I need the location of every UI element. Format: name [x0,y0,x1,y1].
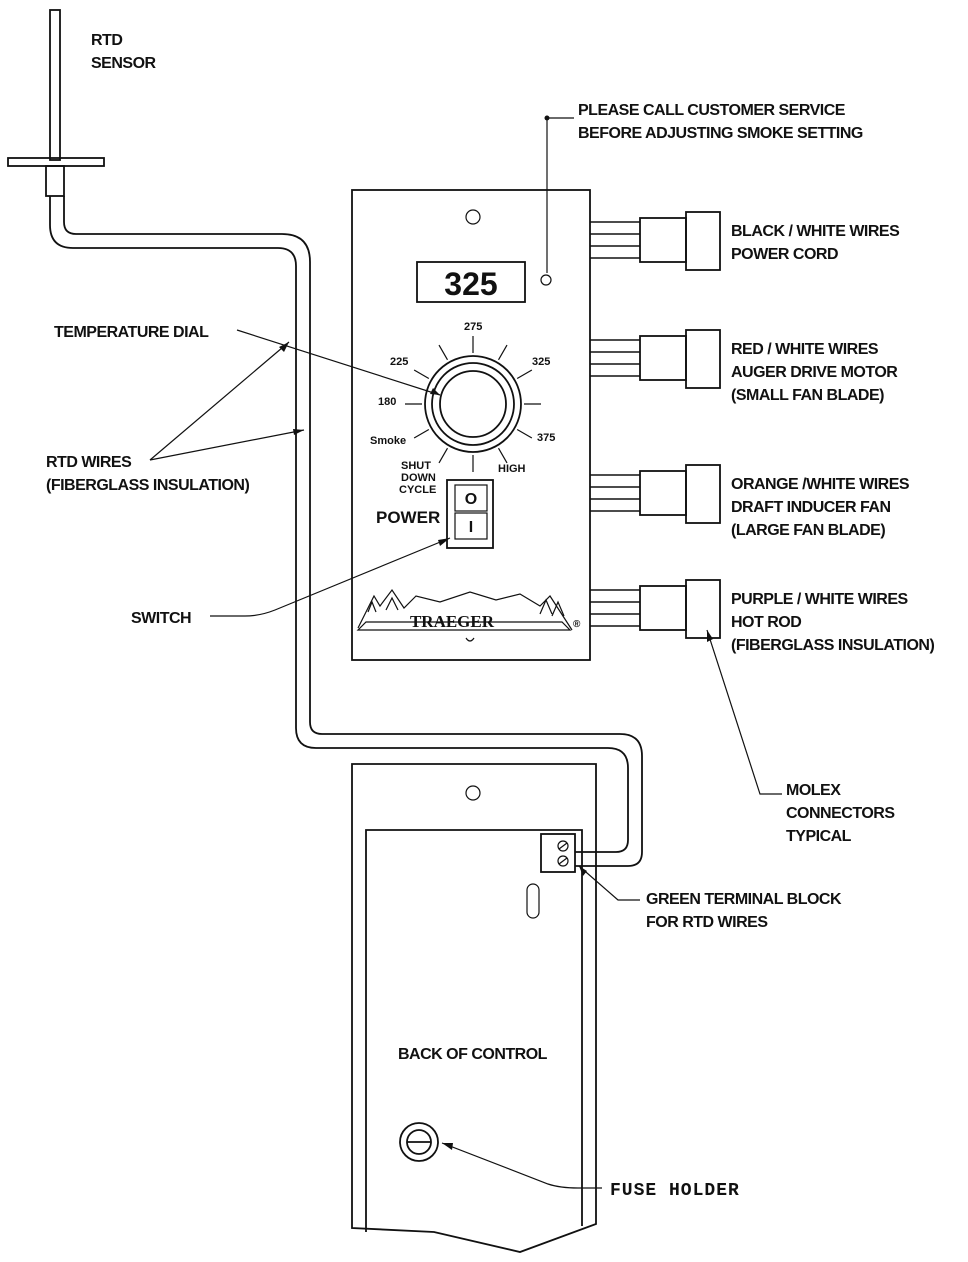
registered-mark: ® [573,619,581,630]
dial-label-275: 275 [464,321,482,333]
connector-1: BLACK / WHITE WIRES POWER CORD [590,211,901,271]
connector-plug [685,464,721,524]
molex-label-line2: CONNECTORS [786,805,895,822]
dial-label-180: 180 [378,396,396,408]
note-line2: BEFORE ADJUSTING SMOKE SETTING [578,125,863,142]
back-of-control-panel [351,763,597,1253]
leader-lines [149,115,782,1189]
terminal-block-label-line1: GREEN TERMINAL BLOCK [646,891,842,908]
switch-off-symbol: O [465,491,477,508]
dial-label-cycle: CYCLE [399,484,436,496]
connector-4-label-line2: HOT ROD [731,614,801,631]
fuse-holder[interactable] [399,1122,439,1162]
switch-label: SWITCH [131,610,191,627]
connector-plug [685,579,721,639]
connector-plug [685,329,721,389]
connector-3: ORANGE /WHITE WIRES DRAFT INDUCER FAN (LAR… [590,464,910,539]
connector-4: PURPLE / WHITE WIRES HOT ROD (FIBERGLASS I… [590,579,935,654]
dial-label-high: HIGH [498,463,526,475]
rtd-wires-label-line2: (FIBERGLASS INSULATION) [46,477,249,494]
rtd-wires-label-line1: RTD WIRES [46,454,132,471]
connector-2-label-line1: RED / WHITE WIRES [731,341,879,358]
connector-4-label-line3: (FIBERGLASS INSULATION) [731,637,934,654]
temperature-dial-label: TEMPERATURE DIAL [54,324,209,341]
molex-label-line3: TYPICAL [786,828,852,845]
green-terminal-block [540,833,576,873]
connector-1-label-line2: POWER CORD [731,246,838,263]
dial-tick [497,447,508,464]
power-label: POWER [376,508,440,527]
diagram-labels: RTD SENSOR PLEASE CALL CUSTOMER SERVICE … [46,32,896,1201]
connector-3-label-line1: ORANGE /WHITE WIRES [731,476,910,493]
connector-body [639,585,687,631]
temperature-display [416,261,526,303]
switch-on-symbol: I [469,519,473,536]
traeger-logo: TRAEGER ® [356,588,581,642]
dial-ticks [405,336,541,472]
back-of-control-label: BACK OF CONTROL [398,1046,548,1063]
dial-label-225: 225 [390,356,408,368]
connector-body [639,335,687,381]
molex-label-line1: MOLEX [786,782,841,799]
dial-label-shut: SHUT [401,460,431,472]
connector-2-label-line3: (SMALL FAN BLADE) [731,387,884,404]
rtd-sensor-label-line2: SENSOR [91,55,157,72]
terminal-block-label-line2: FOR RTD WIRES [646,914,768,931]
dial-label-325: 325 [532,356,550,368]
brand-name: TRAEGER [410,612,495,631]
front-control-panel: 325 275 225 325 180 375 Smoke HIGH SHUT … [351,189,591,661]
mounting-slot [526,883,540,919]
rtd-sensor-label-line1: RTD [91,32,122,49]
rtd-wire-cable [49,196,643,867]
connector-body [639,470,687,516]
rtd-sensor [7,9,105,197]
molex-connectors: BLACK / WHITE WIRES POWER CORD RED / WHITE… [590,211,935,654]
dial-tick [413,428,430,439]
note-line1: PLEASE CALL CUSTOMER SERVICE [578,102,846,119]
fuse-holder-label: FUSE HOLDER [610,1181,740,1201]
back-mount-hole [465,785,481,801]
connector-body [639,217,687,263]
connector-4-label-line1: PURPLE / WHITE WIRES [731,591,909,608]
connector-3-label-line2: DRAFT INDUCER FAN [731,499,891,516]
connector-2: RED / WHITE WIRES AUGER DRIVE MOTOR (SMALL… [590,329,899,404]
temperature-dial[interactable] [405,336,541,472]
display-value: 325 [444,266,497,302]
connector-3-label-line3: (LARGE FAN BLADE) [731,522,885,539]
dial-label-smoke: Smoke [370,435,406,447]
dial-tick [516,428,533,439]
connector-1-label-line1: BLACK / WHITE WIRES [731,223,900,240]
dial-label-375: 375 [537,432,555,444]
dial-label-down: DOWN [401,472,436,484]
connector-plug [685,211,721,271]
smoke-setting-adjust[interactable] [540,274,552,286]
dial-tick [438,447,449,464]
dial-tick [516,369,533,380]
dial-tick [438,344,449,361]
dial-tick [497,344,508,361]
power-switch[interactable]: O I [446,479,494,549]
connector-2-label-line2: AUGER DRIVE MOTOR [731,364,898,381]
dial-tick [413,369,430,380]
mount-hole [465,209,481,225]
